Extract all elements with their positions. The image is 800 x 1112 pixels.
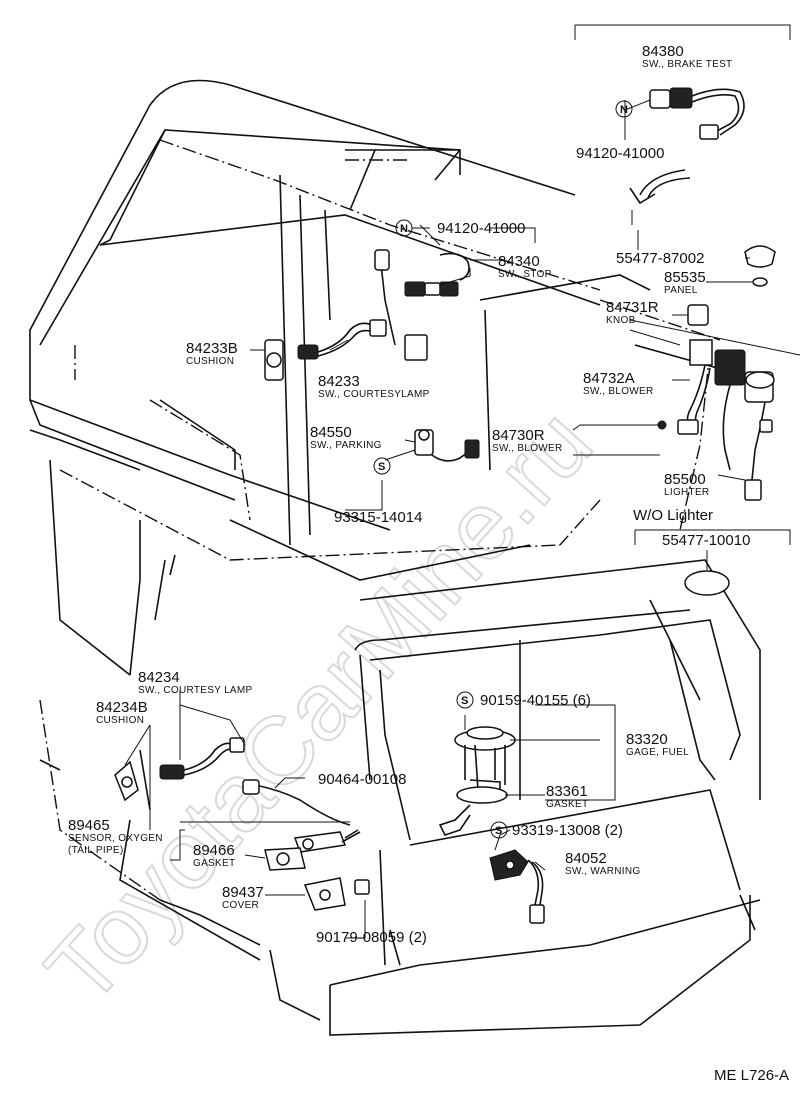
part-number-83361: 83361 — [546, 783, 588, 800]
part-desc-84731R: KNOB — [606, 315, 636, 326]
part-desc-84233B: CUSHION — [186, 356, 234, 367]
mark-s-1: S — [378, 461, 385, 473]
part-desc-84550: SW., PARKING — [310, 440, 382, 451]
direction-arrow — [629, 169, 691, 205]
part-number-89465: 89465 — [68, 817, 110, 834]
part-desc-85500: LIGHTER — [664, 487, 709, 498]
mark-s-2: S — [461, 695, 468, 707]
part-number-55477-87002: 55477-87002 — [616, 250, 704, 267]
part-number-84234: 84234 — [138, 669, 180, 686]
stop-switch-drawing — [374, 224, 470, 361]
grommet-drawings — [634, 245, 791, 596]
blower-switch-drawing — [629, 304, 800, 501]
part-desc-84732A: SW., BLOWER — [583, 386, 654, 397]
part-number-84550: 84550 — [310, 424, 352, 441]
part-number-84340: 84340 — [498, 253, 540, 270]
warning-switch-drawing — [489, 849, 545, 924]
brake-test-switch-drawing — [574, 24, 791, 140]
part-number-84233: 84233 — [318, 373, 360, 390]
part-desc-84380: SW., BRAKE TEST — [642, 59, 732, 70]
part-number-90179-08059: 90179-08059 (2) — [316, 929, 427, 946]
part-number-90159-40155: 90159-40155 (6) — [480, 692, 591, 709]
part-desc-84730R: SW., BLOWER — [492, 443, 563, 454]
part-number-93319-13008: 93319-13008 (2) — [512, 822, 623, 839]
mark-n-1: N — [620, 104, 628, 116]
tail-pipe-label: (TAIL PIPE) — [68, 845, 124, 856]
mark-n-2: N — [400, 223, 408, 235]
part-desc-84340: SW., STOP — [498, 269, 552, 280]
part-number-84731R: 84731R — [606, 299, 659, 316]
part-number-84234B: 84234B — [96, 699, 148, 716]
part-number-93315-14014: 93315-14014 — [334, 509, 422, 526]
part-number-94120-41000-b: 94120-41000 — [437, 220, 525, 237]
page-code: ME L726-A — [714, 1067, 789, 1084]
circle-marks: N N S S S — [373, 100, 633, 839]
part-number-84233B: 84233B — [186, 340, 238, 357]
part-desc-83361: GASKET — [546, 799, 588, 810]
part-number-84052: 84052 — [565, 850, 607, 867]
part-number-89466: 89466 — [193, 842, 235, 859]
mark-s-3: S — [495, 825, 502, 837]
fuel-gauge-drawing — [438, 726, 516, 836]
courtesy-switch-rear-drawing — [114, 737, 245, 802]
part-desc-84052: SW., WARNING — [565, 866, 640, 877]
part-desc-89437: COVER — [222, 900, 259, 911]
part-number-94120-41000-a: 94120-41000 — [576, 145, 664, 162]
part-desc-85535: PANEL — [664, 285, 698, 296]
part-desc-84234: SW., COURTESY LAMP — [138, 685, 253, 696]
vehicle-outline — [29, 79, 761, 1036]
part-desc-83320: GAGE, FUEL — [626, 747, 689, 758]
part-number-85535: 85535 — [664, 269, 706, 286]
oxygen-sensor-drawing — [242, 779, 370, 911]
part-number-84732A: 84732A — [583, 370, 635, 387]
part-desc-89465: SENSOR, OXYGEN — [68, 833, 163, 844]
part-desc-84233: SW., COURTESYLAMP — [318, 389, 430, 400]
leader-lines — [124, 100, 752, 939]
part-number-83320: 83320 — [626, 731, 668, 748]
wo-lighter-label: W/O Lighter — [633, 507, 713, 524]
part-number-84380: 84380 — [642, 43, 684, 60]
part-number-55477-10010: 55477-10010 — [662, 532, 750, 549]
part-desc-89466: GASKET — [193, 858, 235, 869]
part-labels: 84380 SW., BRAKE TEST 94120-41000 94120-… — [68, 43, 789, 1084]
part-number-90464-00108: 90464-00108 — [318, 771, 406, 788]
courtesy-switch-front-drawing — [264, 319, 387, 381]
part-desc-84234B: CUSHION — [96, 715, 144, 726]
part-number-85500: 85500 — [664, 471, 706, 488]
part-number-89437: 89437 — [222, 884, 264, 901]
part-number-84730R: 84730R — [492, 427, 545, 444]
parking-switch-drawing — [384, 429, 480, 462]
